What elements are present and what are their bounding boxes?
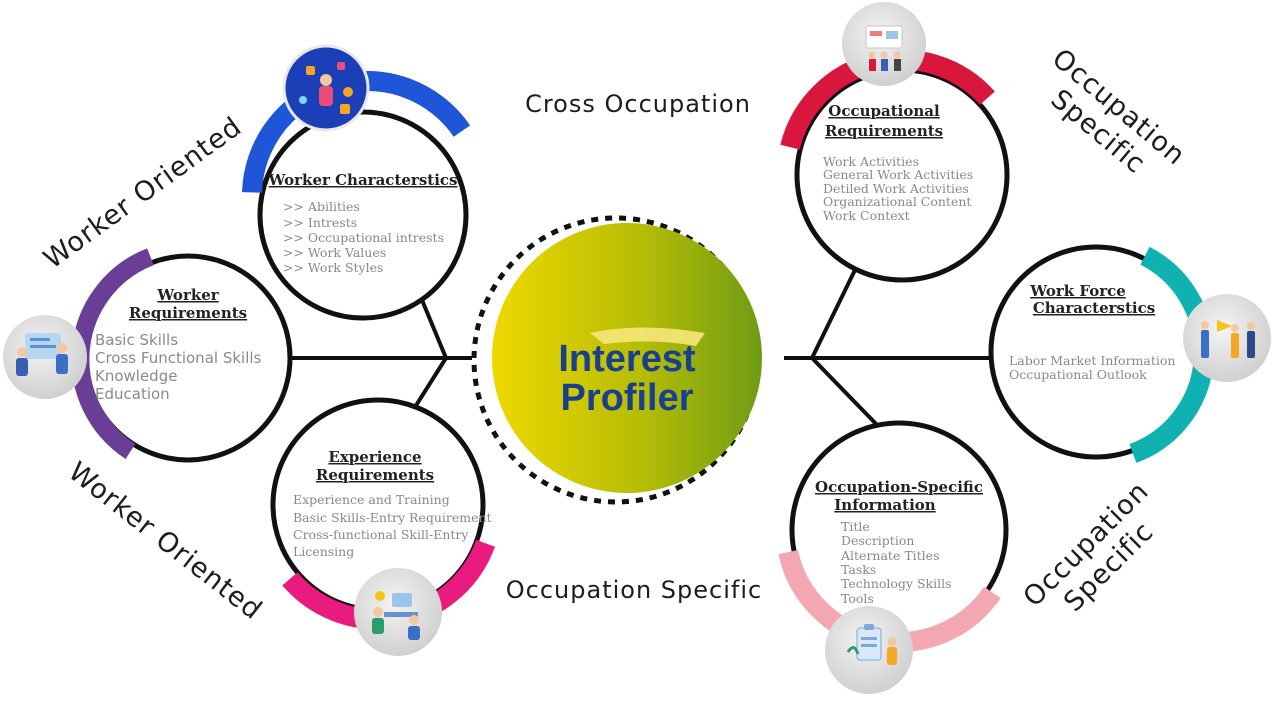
workers-desk-icon xyxy=(354,568,442,656)
node-item: >> Work Styles xyxy=(283,260,383,275)
center-hub: Interest Profiler xyxy=(471,215,762,505)
node-item: Basic Skills-Entry Requirement xyxy=(293,510,492,525)
node-item: >> Abilities xyxy=(283,199,360,214)
node-item: Education xyxy=(95,385,170,403)
node-title-line-2: Characterstics xyxy=(1033,299,1155,317)
node-work-force-characteristics: Work Force Characterstics Labor Market I… xyxy=(988,244,1271,463)
connector-lines xyxy=(270,269,995,430)
node-title-line-1: Occupation-Specific xyxy=(815,478,983,496)
node-item: Title xyxy=(841,519,870,534)
node-item: Knowledge xyxy=(95,367,177,385)
node-item: Basic Skills xyxy=(95,331,178,349)
node-item: Description xyxy=(841,533,914,548)
node-item: Tasks xyxy=(841,562,876,577)
logo-line-2: Profiler xyxy=(560,377,693,419)
presentation-team-icon xyxy=(842,2,926,86)
node-title-line-2: Requirements xyxy=(316,466,434,484)
node-item: Work Activities xyxy=(823,154,919,169)
occupation-specific-bottom-label: Occupation Specific xyxy=(1018,476,1160,618)
node-title-line-1: Work Force xyxy=(1029,282,1126,300)
node-title-line-1: Worker xyxy=(156,286,219,304)
node-experience-requirements: Experience Requirements Experience and T… xyxy=(270,397,496,656)
node-item: >> Intrests xyxy=(283,215,357,230)
worker-oriented-bottom-label: Worker Oriented xyxy=(62,456,268,626)
node-item: Cross-functional Skill-Entry xyxy=(293,527,469,542)
people-meeting-icon xyxy=(3,315,87,399)
node-worker-characteristics: Worker Characterstics >> Abilities >> In… xyxy=(242,44,471,321)
node-item: Technology Skills xyxy=(841,576,952,591)
occupation-specific-label: Occupation Specific xyxy=(506,576,762,604)
right-lower-branch xyxy=(810,356,882,430)
node-worker-requirements: Worker Requirements Basic Skills Cross F… xyxy=(3,248,293,463)
logo-line-1: Interest xyxy=(558,338,696,380)
node-item: General Work Activities xyxy=(823,167,973,182)
node-item: Cross Functional Skills xyxy=(95,349,262,367)
node-item: Labor Market Information xyxy=(1009,353,1175,368)
node-title-line-2: Information xyxy=(834,496,936,514)
node-item: Detiled Work Activities xyxy=(823,181,969,196)
node-item: >> Occupational intrests xyxy=(283,230,444,245)
right-upper-branch xyxy=(810,269,857,359)
team-discussion-icon xyxy=(1183,294,1271,382)
node-item: Experience and Training xyxy=(293,492,450,507)
node-item: Occupational Outlook xyxy=(1009,367,1147,382)
clipboard-worker-icon xyxy=(825,606,913,694)
cross-occupation-label: Cross Occupation xyxy=(525,90,751,118)
node-title-line-1: Experience xyxy=(328,448,421,466)
node-ring xyxy=(257,109,469,321)
node-title-line-2: Requirements xyxy=(825,122,943,140)
node-title-line-2: Requirements xyxy=(129,304,247,322)
team-analytics-icon xyxy=(282,44,370,132)
node-occupational-requirements: Occupational Requirements Work Activitie… xyxy=(780,2,1010,283)
node-item: >> Work Values xyxy=(283,245,386,260)
node-item: Tools xyxy=(841,591,874,606)
center-disc xyxy=(492,223,762,493)
node-item: Licensing xyxy=(293,544,354,559)
node-title: Worker Characterstics xyxy=(268,171,458,189)
node-title-line-1: Occupational xyxy=(828,102,940,120)
left-upper-branch xyxy=(420,299,448,359)
swoosh-icon xyxy=(590,327,705,346)
node-item: Work Context xyxy=(823,208,910,223)
node-occupation-specific-information: Occupation-Specific Information Title De… xyxy=(778,420,1009,694)
occupation-specific-top-label: Occupation Specific xyxy=(1045,43,1191,180)
node-item: Organizational Content xyxy=(823,194,971,209)
node-item: Alternate Titles xyxy=(840,548,940,563)
